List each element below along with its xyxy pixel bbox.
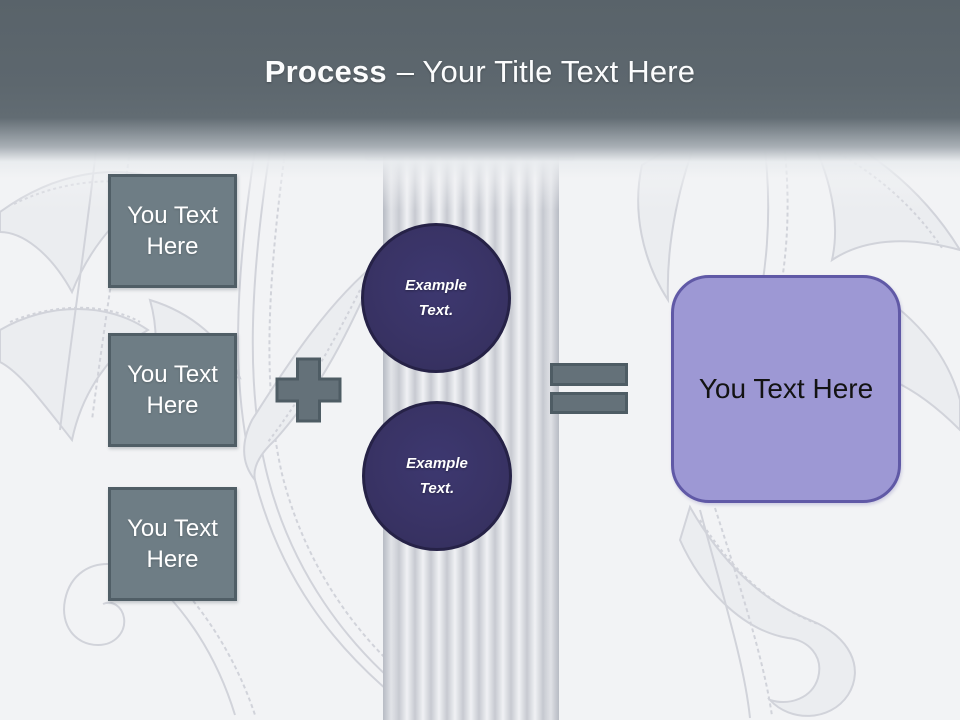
result-box[interactable]: You Text Here	[671, 275, 901, 503]
input-box-1[interactable]: You Text Here	[108, 174, 237, 288]
input-box-2[interactable]: You Text Here	[108, 333, 237, 447]
slide-title-keyword: Process	[264, 54, 387, 89]
equals-bottom-bar	[550, 392, 628, 414]
input-box-1-label: You Text Here	[127, 202, 218, 260]
input-box-3-label: You Text Here	[127, 515, 218, 573]
equals-top-bar	[550, 363, 628, 386]
slide-title-rest: – Your Title Text Here	[396, 54, 696, 89]
plus-icon	[275, 357, 342, 423]
equals-icon	[550, 363, 628, 414]
example-circle-2[interactable]: Example Text.	[362, 401, 512, 551]
input-box-2-label: You Text Here	[127, 361, 218, 419]
example-circle-1[interactable]: Example Text.	[361, 223, 511, 373]
slide-title: Process – Your Title Text Here	[0, 52, 960, 92]
example-circle-2-label: Example Text.	[406, 455, 468, 497]
result-box-label: You Text Here	[698, 373, 874, 404]
input-box-3[interactable]: You Text Here	[108, 487, 237, 601]
example-circle-1-label: Example Text.	[405, 277, 467, 319]
